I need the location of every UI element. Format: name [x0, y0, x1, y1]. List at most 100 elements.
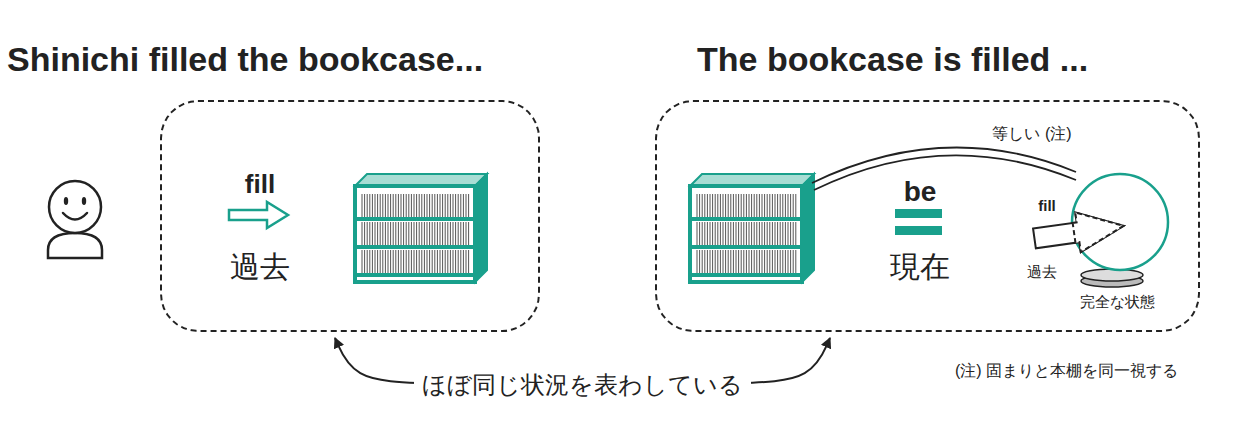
- book: [736, 250, 737, 273]
- book: [434, 250, 435, 273]
- book: [453, 250, 454, 273]
- book: [754, 250, 755, 273]
- book: [450, 250, 451, 273]
- book: [769, 250, 770, 273]
- book: [414, 222, 415, 245]
- book: [429, 250, 430, 273]
- shelf: [692, 245, 800, 249]
- book: [754, 222, 755, 245]
- book: [717, 222, 718, 245]
- book: [421, 250, 422, 273]
- book: [427, 250, 428, 273]
- book: [743, 222, 744, 245]
- book: [782, 222, 783, 245]
- book: [738, 222, 739, 245]
- book: [712, 250, 713, 273]
- book: [775, 222, 776, 245]
- book: [372, 194, 373, 217]
- book: [403, 222, 404, 245]
- book: [790, 250, 791, 273]
- book: [769, 194, 770, 217]
- book: [710, 222, 711, 245]
- book: [460, 194, 461, 217]
- book: [710, 250, 711, 273]
- book: [738, 250, 739, 273]
- book: [733, 222, 734, 245]
- book: [432, 250, 433, 273]
- book: [375, 222, 376, 245]
- book: [440, 250, 441, 273]
- book: [736, 194, 737, 217]
- book: [793, 194, 794, 217]
- pedestal: [1081, 269, 1143, 281]
- book: [437, 250, 438, 273]
- book: [782, 194, 783, 217]
- book: [699, 194, 700, 217]
- book: [702, 194, 703, 217]
- book: [424, 222, 425, 245]
- book: [764, 250, 765, 273]
- book: [764, 222, 765, 245]
- book: [751, 194, 752, 217]
- book: [725, 222, 726, 245]
- bookcase: [355, 174, 487, 282]
- book: [362, 194, 363, 217]
- book: [738, 194, 739, 217]
- book: [442, 250, 443, 273]
- person-body: [48, 233, 102, 258]
- book: [780, 194, 781, 217]
- book: [463, 194, 464, 217]
- scene-box: Shinichi filled the bookcase...fill過去: [160, 100, 540, 332]
- book: [455, 250, 456, 273]
- book: [751, 250, 752, 273]
- person-smile: [63, 213, 87, 220]
- book: [380, 194, 381, 217]
- book: [429, 222, 430, 245]
- book: [795, 194, 796, 217]
- book: [743, 194, 744, 217]
- book: [733, 250, 734, 273]
- scene-heading: Shinichi filled the bookcase...: [7, 40, 483, 79]
- book: [390, 222, 391, 245]
- person-head: [49, 181, 101, 233]
- book: [385, 222, 386, 245]
- equal-arc: [814, 155, 1076, 190]
- book: [447, 194, 448, 217]
- book: [460, 250, 461, 273]
- book: [777, 194, 778, 217]
- book: [445, 250, 446, 273]
- book: [772, 194, 773, 217]
- book: [408, 194, 409, 217]
- book: [746, 194, 747, 217]
- shelf: [357, 217, 473, 221]
- book: [764, 194, 765, 217]
- book: [395, 222, 396, 245]
- book: [419, 194, 420, 217]
- book: [704, 194, 705, 217]
- book: [777, 250, 778, 273]
- book: [759, 250, 760, 273]
- book: [406, 222, 407, 245]
- book: [723, 194, 724, 217]
- book: [795, 250, 796, 273]
- book: [756, 194, 757, 217]
- book: [788, 250, 789, 273]
- book: [699, 222, 700, 245]
- book: [723, 222, 724, 245]
- book: [712, 222, 713, 245]
- fill-arrow-dashed: [1071, 206, 1126, 253]
- book: [380, 222, 381, 245]
- book: [375, 194, 376, 217]
- book: [398, 250, 399, 273]
- book: [720, 222, 721, 245]
- book: [725, 250, 726, 273]
- book: [390, 250, 391, 273]
- shelf: [692, 217, 800, 221]
- book: [408, 250, 409, 273]
- book: [741, 222, 742, 245]
- book: [707, 194, 708, 217]
- book: [704, 250, 705, 273]
- book: [455, 222, 456, 245]
- book: [450, 222, 451, 245]
